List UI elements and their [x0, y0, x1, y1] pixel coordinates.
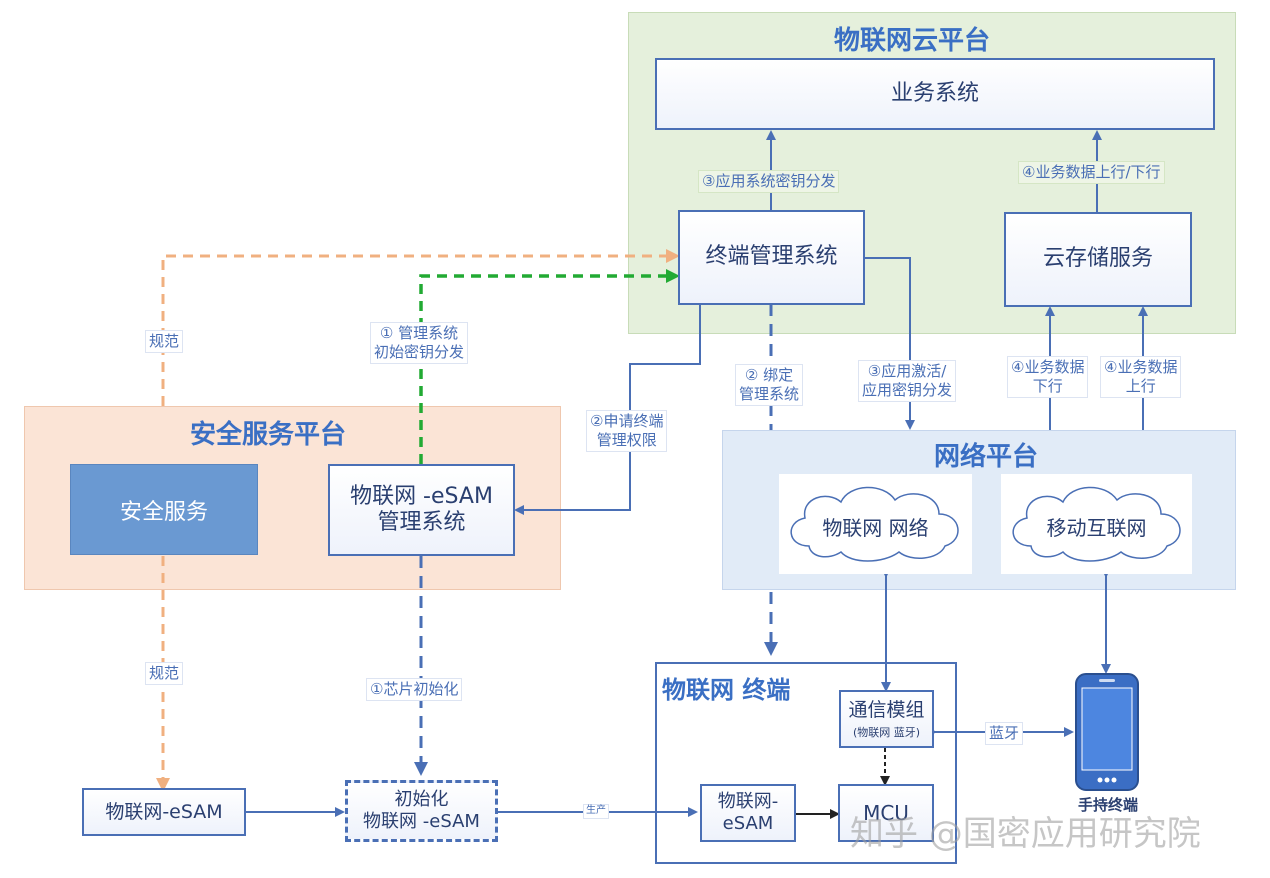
comm-module-label: 通信模组 [848, 699, 925, 721]
terminal-esam-box: 物联网- eSAM [700, 784, 796, 842]
bind-mgmt-line2: 管理系统 [739, 384, 800, 403]
comm-module-box: 通信模组 (物联网 蓝牙) [839, 690, 934, 748]
app-activate-label: ③应用激活/ 应用密钥分发 [858, 360, 957, 402]
apply-perm-line2: 管理权限 [596, 430, 657, 449]
production-label: 生产 [583, 804, 609, 819]
esam-mgmt-line1: 物联网 -eSAM [350, 483, 493, 509]
security-service-box: 安全服务 [70, 464, 258, 555]
init-esam-line2: 物联网 -eSAM [363, 811, 480, 832]
apply-perm-label: ②申请终端 管理权限 [586, 410, 668, 452]
spec-label-bottom: 规范 [145, 662, 184, 685]
comm-module-sub: (物联网 蓝牙) [852, 725, 921, 739]
mobile-internet-panel: 移动互联网 [1001, 474, 1192, 574]
network-platform-title: 网络平台 [934, 442, 1039, 472]
terminal-mgmt-system-box: 终端管理系统 [678, 210, 865, 305]
esam-mgmt-line2: 管理系统 [377, 510, 466, 535]
terminal-esam-line1: 物联网- [717, 791, 779, 813]
cloud-storage-box: 云存储服务 [1004, 212, 1192, 307]
biz-up-line2: 上行 [1125, 376, 1156, 395]
business-system-box: 业务系统 [655, 58, 1215, 130]
security-service-label: 安全服务 [119, 499, 208, 525]
mgmt-init-key-line1: ① 管理系统 [379, 324, 459, 342]
init-esam-line1: 初始化 [394, 789, 449, 811]
smartphone-icon [1075, 673, 1139, 791]
watermark: 知乎 @国密应用研究院 [850, 814, 1201, 854]
spec-label-top: 规范 [145, 330, 184, 353]
biz-down-line2: 下行 [1032, 376, 1063, 395]
bind-mgmt-line1: ② 绑定 [744, 366, 794, 384]
app-activate-line1: ③应用激活/ [867, 362, 947, 380]
handheld-label: 手持终端 [1077, 796, 1138, 814]
mobile-internet-label: 移动互联网 [1046, 516, 1147, 540]
init-esam-box: 初始化 物联网 -eSAM [345, 780, 498, 842]
biz-data-updown-label: ④业务数据上行/下行 [1018, 161, 1165, 184]
handheld-terminal [1072, 672, 1142, 798]
biz-up-label: ④业务数据 上行 [1100, 356, 1182, 398]
chip-init-label: ①芯片初始化 [366, 678, 463, 701]
mcu-box: MCU [838, 784, 934, 842]
security-platform-title: 安全服务平台 [190, 420, 347, 450]
iot-network-label: 物联网 网络 [822, 516, 929, 540]
esam-mgmt-system-box: 物联网 -eSAM 管理系统 [328, 464, 515, 556]
biz-down-line1: ④业务数据 [1011, 358, 1085, 376]
mgmt-init-key-label: ① 管理系统 初始密钥分发 [370, 322, 469, 364]
biz-up-line1: ④业务数据 [1104, 358, 1178, 376]
bind-mgmt-label: ② 绑定 管理系统 [735, 364, 804, 406]
mgmt-key-line [419, 269, 680, 464]
cloud-shape [790, 486, 959, 562]
cloud-shape [1012, 486, 1181, 562]
iot-terminal-title: 物联网 终端 [662, 676, 791, 704]
iot-network-panel: 物联网 网络 [779, 474, 972, 574]
bluetooth-label: 蓝牙 [985, 722, 1024, 745]
esam-left-box: 物联网-eSAM [82, 788, 246, 836]
app-key-dist-label: ③应用系统密钥分发 [698, 170, 840, 193]
terminal-esam-line2: eSAM [722, 813, 774, 834]
apply-perm-line1: ②申请终端 [590, 412, 664, 430]
biz-down-label: ④业务数据 下行 [1007, 356, 1089, 398]
app-activate-line2: 应用密钥分发 [862, 380, 953, 399]
cloud-platform-title: 物联网云平台 [834, 26, 991, 56]
apply-perm-line [514, 304, 701, 515]
app-activate-line [864, 257, 915, 430]
mgmt-init-key-line2: 初始密钥分发 [374, 342, 465, 361]
